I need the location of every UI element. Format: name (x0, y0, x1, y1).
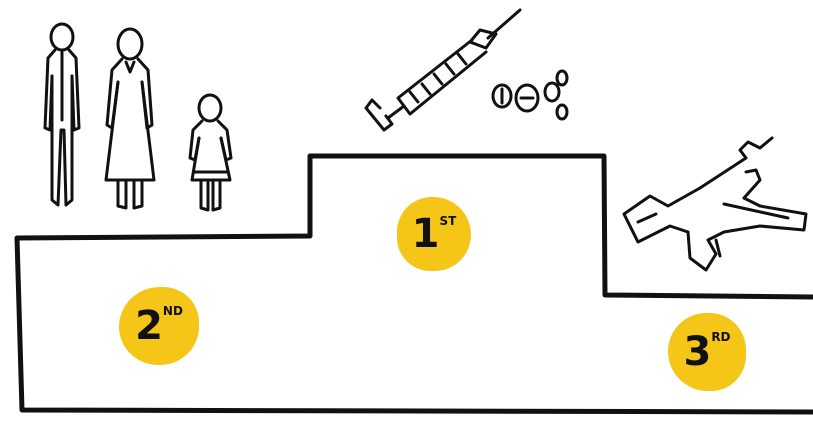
woman-figure-icon (106, 29, 154, 208)
first-place-number: 1 (412, 214, 439, 254)
first-place-suffix: ST (440, 215, 457, 227)
third-place-suffix: RD (711, 331, 730, 343)
second-place-badge: 2 ND (119, 287, 199, 365)
second-place-number: 2 (135, 306, 162, 346)
third-place-badge: 3 RD (668, 313, 746, 391)
rifle-icon (624, 138, 806, 270)
third-place-number: 3 (683, 332, 710, 372)
syringe-icon (366, 10, 520, 130)
child-figure-icon (190, 95, 231, 210)
man-figure-icon (45, 24, 79, 205)
first-place-badge: 1 ST (397, 197, 471, 271)
pills-icon (493, 71, 567, 119)
second-place-suffix: ND (163, 305, 183, 317)
